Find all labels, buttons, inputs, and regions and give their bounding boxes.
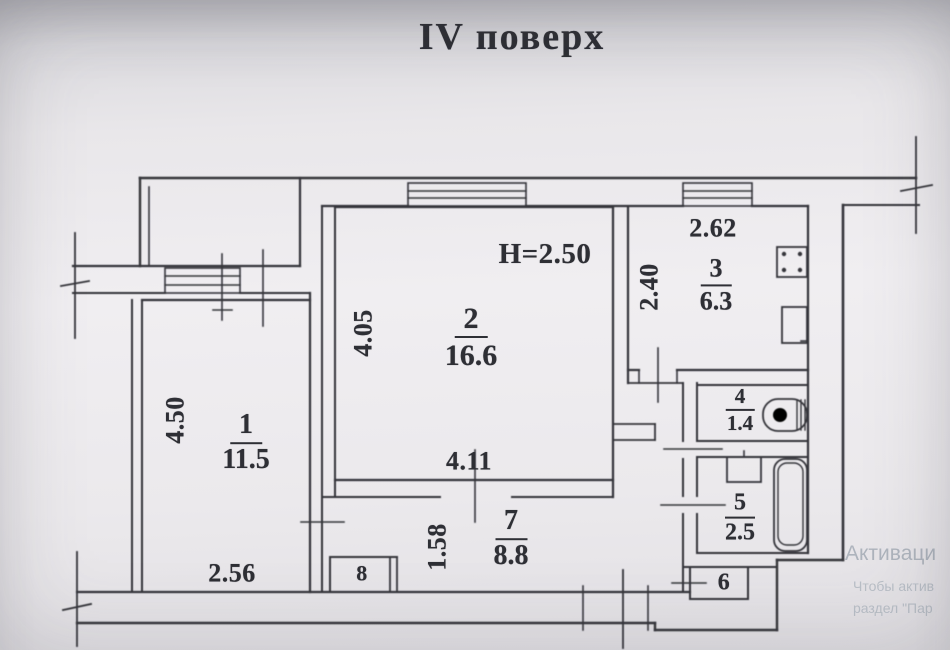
- room-2-width-dim: 4.11: [445, 446, 493, 476]
- door-marks: [212, 249, 726, 584]
- room-2-walls: [321, 205, 656, 499]
- washbasin-icon: [726, 450, 762, 483]
- room-3-height-dim: 2.40: [634, 263, 664, 311]
- windows-activation-watermark-line2: Чтобы актив: [853, 578, 935, 594]
- room-3-label: 3 6.3: [700, 254, 733, 315]
- room-4-number: 4: [725, 384, 755, 411]
- room-2-height-dim: 4.05: [348, 309, 378, 357]
- kitchen-walls: [626, 205, 810, 385]
- room-8-walls: [329, 556, 398, 593]
- room-5-area: 2.5: [725, 520, 755, 546]
- entrance-door-mark: [582, 569, 649, 649]
- windows-activation-watermark-line1: Активаци: [845, 542, 937, 565]
- room-1-height-dim: 4.50: [160, 396, 190, 444]
- room-7-area: 8.8: [493, 540, 529, 571]
- room-6-number: 6: [717, 569, 731, 596]
- room-7-number: 7: [495, 505, 527, 540]
- room-2-number: 2: [454, 302, 488, 338]
- window-symbol: [682, 182, 753, 207]
- window-symbol: [164, 267, 241, 294]
- stove-icon: [776, 246, 808, 278]
- room-4-area: 1.4: [726, 411, 754, 435]
- room-2-area: 16.6: [444, 339, 498, 372]
- room-1-number: 1: [230, 409, 262, 444]
- room-8-number: 8: [356, 560, 368, 586]
- room-2-label: 2 16.6: [445, 302, 498, 372]
- room-5-label: 5 2.5: [725, 490, 755, 547]
- bathtub-icon: [773, 458, 808, 552]
- window-symbol: [407, 182, 527, 207]
- toilet-icon: [762, 398, 808, 432]
- balcony-outline: [71, 176, 302, 268]
- room-5-number: 5: [725, 490, 755, 519]
- room-3-area: 6.3: [699, 286, 733, 315]
- windows-activation-watermark-line3: раздел "Пар: [853, 600, 933, 616]
- room-1-width-dim: 2.56: [208, 558, 256, 588]
- ceiling-height-label: H=2.50: [498, 237, 592, 270]
- room-1-walls: [72, 205, 323, 594]
- room-7-label: 7 8.8: [493, 505, 529, 572]
- room-1-area: 11.5: [222, 444, 270, 475]
- kitchen-sink-icon: [781, 306, 808, 344]
- room-3-number: 3: [700, 254, 732, 286]
- room-1-label: 1 11.5: [222, 409, 270, 476]
- room-4-label: 4 1.4: [725, 384, 755, 435]
- page-title: IV поверх: [418, 16, 606, 59]
- room-3-width-dim: 2.62: [689, 213, 737, 243]
- party-wall-marks: [59, 136, 934, 647]
- room-7-height-dim: 1.58: [422, 523, 452, 571]
